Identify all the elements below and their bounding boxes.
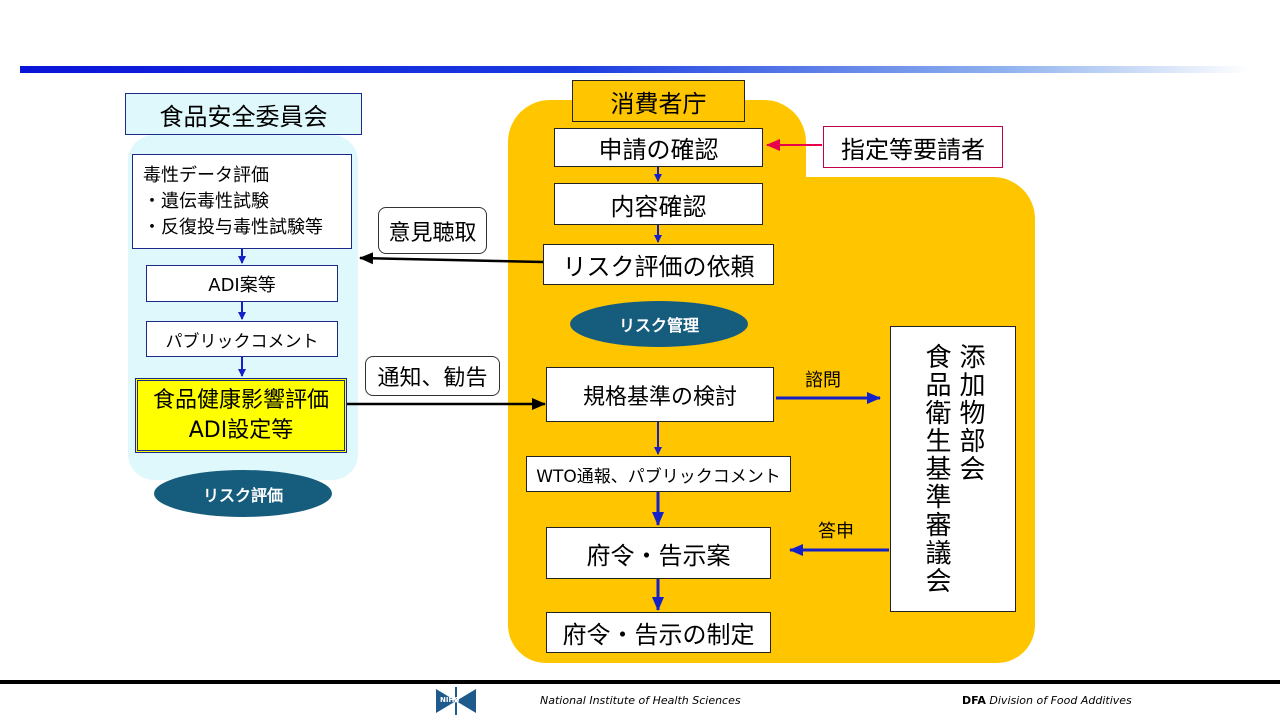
toxicity-repeated-dose: ・反復投与毒性試験等	[143, 216, 323, 238]
report-label: 答申	[818, 521, 854, 542]
council-box: 食品衛生基準審議会 添加物部会	[890, 326, 1016, 612]
consult-label: 諮問	[805, 370, 841, 391]
risk-assessment-request-box: リスク評価の依頼	[543, 244, 774, 285]
assessment-line-1: 食品健康影響評価	[152, 387, 329, 413]
ordinance-enactment-label: 府令・告示の制定	[562, 621, 755, 649]
wto-notification-label: WTO通報、パブリックコメント	[536, 466, 781, 487]
draft-ordinance-box: 府令・告示案	[546, 527, 771, 579]
risk-assessment-oval: リスク評価	[154, 470, 332, 517]
title-gradient-bar	[20, 66, 1250, 73]
assessment-line-2: ADI設定等	[188, 417, 294, 443]
applicant-label: 指定等要請者	[841, 135, 985, 164]
health-impact-assessment-box: 食品健康影響評価 ADI設定等	[135, 378, 347, 453]
risk-management-label: リスク管理	[618, 316, 699, 335]
toxicity-title: 毒性データ評価	[143, 164, 269, 186]
toxicity-genotoxicity: ・遺伝毒性試験	[143, 190, 269, 212]
public-comment-box: パブリックコメント	[146, 321, 338, 357]
division-abbreviation: DFA	[962, 694, 986, 707]
nihs-logo: NIHS	[428, 685, 484, 717]
nihs-logo-icon	[436, 686, 476, 716]
application-check-box: 申請の確認	[554, 128, 763, 167]
risk-management-oval: リスク管理	[570, 301, 748, 347]
ordinance-enactment-box: 府令・告示の制定	[546, 612, 771, 653]
food-safety-commission-label: 食品安全委員会	[159, 102, 328, 131]
opinion-hearing-label: 意見聴取	[388, 220, 477, 246]
council-name: 食品衛生基準審議会	[921, 343, 951, 595]
content-check-label: 内容確認	[610, 192, 707, 221]
notice-recommendation-label-box: 通知、勧告	[365, 356, 500, 396]
adi-draft-label: ADI案等	[208, 274, 276, 296]
standards-review-box: 規格基準の検討	[546, 367, 774, 422]
council-subcommittee: 添加物部会	[955, 343, 985, 483]
division-credit: DFA Division of Food Additives	[962, 694, 1132, 707]
consumer-affairs-agency-box: 消費者庁	[572, 80, 745, 122]
public-comment-label: パブリックコメント	[165, 331, 319, 352]
application-check-label: 申請の確認	[598, 136, 719, 164]
toxicity-evaluation-box: 毒性データ評価 ・遺伝毒性試験 ・反復投与毒性試験等	[132, 154, 352, 249]
wto-notification-box: WTO通報、パブリックコメント	[526, 456, 791, 492]
standards-review-label: 規格基準の検討	[582, 384, 737, 410]
footer-divider	[0, 680, 1280, 684]
adi-draft-box: ADI案等	[146, 265, 338, 302]
nihs-logo-text: NIHS	[440, 696, 460, 704]
draft-ordinance-label: 府令・告示案	[586, 541, 731, 570]
food-safety-commission-box: 食品安全委員会	[125, 93, 362, 135]
opinion-hearing-label-box: 意見聴取	[378, 207, 487, 254]
risk-assessment-label: リスク評価	[202, 485, 283, 505]
institute-name: National Institute of Health Sciences	[540, 694, 741, 707]
arrow-request-to-committee	[359, 252, 544, 265]
content-check-box: 内容確認	[554, 183, 763, 225]
risk-assessment-request-label: リスク評価の依頼	[562, 253, 755, 281]
division-name: Division of Food Additives	[989, 694, 1132, 707]
applicant-box: 指定等要請者	[823, 126, 1003, 168]
consumer-affairs-agency-label: 消費者庁	[610, 89, 707, 118]
notice-recommendation-label: 通知、勧告	[377, 366, 488, 391]
